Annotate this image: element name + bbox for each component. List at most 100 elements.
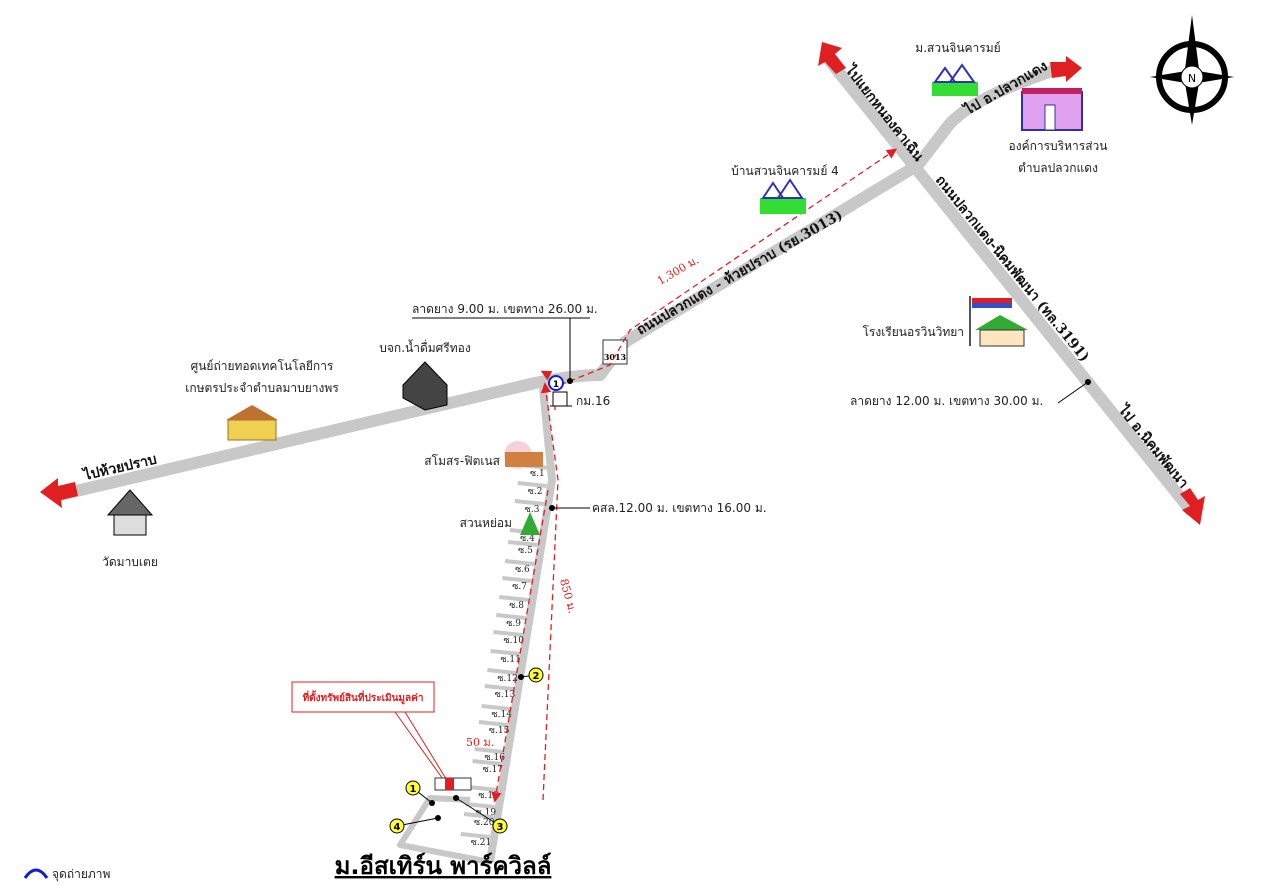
property-callout-box xyxy=(291,681,435,713)
soi-label: ซ.13 xyxy=(495,690,516,700)
soi-branch-road xyxy=(468,785,498,792)
arrow-east xyxy=(1050,56,1082,82)
soi-label: ซ.21 xyxy=(471,838,491,848)
soi-loop-road xyxy=(397,795,491,865)
label-fitness: สโมสร-ฟิตเนส xyxy=(424,454,500,468)
soi-label: ซ.6 xyxy=(515,565,530,575)
label-agri-line1: ศูนย์ถ่ายทอดเทคโนโลยีการ xyxy=(191,359,334,374)
arrow-southeast xyxy=(1180,488,1205,525)
distance-label-50: 50 ม. xyxy=(466,736,494,749)
soi-label: ซ.11 xyxy=(500,655,520,665)
fitness-club-icon xyxy=(504,441,543,469)
spec-dot xyxy=(549,505,555,511)
soi-main-road xyxy=(486,387,556,863)
road-spec-3191: ลาดยาง 12.00 ม. เขตทาง 30.00 ม. xyxy=(850,394,1043,408)
soi-label: ซ.1 xyxy=(530,469,545,479)
photo-point-marker[interactable] xyxy=(492,818,508,834)
soi-label: ซ.16 xyxy=(485,753,506,763)
svg-text:1: 1 xyxy=(553,380,559,390)
soi-branch-road xyxy=(484,684,514,691)
road-label-nong-khla: ไปแยกหนองคาเฉิน xyxy=(841,60,929,165)
soi-label: ซ.10 xyxy=(504,636,525,646)
spec-dot xyxy=(567,378,573,384)
soi-branch-road xyxy=(493,630,523,637)
soi-branch-road xyxy=(502,576,532,583)
property-callout-pointer xyxy=(394,711,449,783)
soi-branch-road xyxy=(460,832,490,839)
soi-branch-road xyxy=(517,481,547,488)
soi-label: ซ.8 xyxy=(509,601,524,611)
label-suan-chin-kharom: ม.สวนจินคารมย์ xyxy=(915,41,1000,55)
label-km-marker: กม.16 xyxy=(576,394,610,408)
house-cluster-icon xyxy=(760,178,806,214)
soi-spec: คสล.12.00 ม. เขตทาง 16.00 ม. xyxy=(592,501,767,515)
soi-label: ซ.3 xyxy=(525,505,540,515)
svg-text:N: N xyxy=(1188,72,1196,85)
park-icon xyxy=(520,512,540,535)
arrow-west xyxy=(40,478,78,508)
photo-point-legend-icon xyxy=(23,868,49,879)
soi-branch-road xyxy=(504,559,535,566)
photo-point-dot xyxy=(435,815,441,821)
agri-center-icon xyxy=(226,405,278,441)
soi-label: ซ.14 xyxy=(492,710,513,720)
road-3191 xyxy=(820,51,1197,516)
legend-photo-point: จุดถ่ายภาพ xyxy=(52,867,111,882)
school-icon xyxy=(969,296,1028,347)
spec-dot xyxy=(1085,379,1091,385)
label-agri-line2: เกษตรประจำตำบลมาบยางพร xyxy=(185,381,339,395)
photo-point-dot xyxy=(518,674,524,680)
soi-label: ซ.2 xyxy=(528,487,543,497)
spec-leader xyxy=(1057,381,1089,404)
photo-point-number: 4 xyxy=(394,822,401,833)
government-office-icon xyxy=(1021,88,1083,131)
water-company-icon xyxy=(402,361,448,411)
photo-point-marker[interactable] xyxy=(389,818,405,834)
photo-point-marker[interactable] xyxy=(528,667,544,683)
arrow-northwest xyxy=(818,42,846,74)
distance-arrow-south xyxy=(491,489,549,803)
soi-branch-road xyxy=(507,540,538,547)
map-title: ม.อีสเทิร์น พาร์ควิลล์ xyxy=(335,852,552,880)
property-callout-text: ที่ตั้งทรัพย์สินที่ประเมินมูลค่า xyxy=(303,690,424,705)
soi-label: ซ.12 xyxy=(497,674,517,684)
road-label-nikhom: ไป อ.นิคมพัฒนา xyxy=(1114,400,1193,492)
label-park: สวนหย่อม xyxy=(460,516,512,530)
photo-point-leader xyxy=(455,797,501,827)
house-cluster-icon xyxy=(932,63,978,96)
label-ban-suan-chin-4: บ้านสวนจินคารมย์ 4 xyxy=(731,164,839,178)
distance-label-1300: 1,300 ม. xyxy=(655,253,701,287)
soi-label: ซ.20 xyxy=(474,818,495,828)
soi-branch-road xyxy=(465,802,495,809)
soi-branch-road xyxy=(487,668,517,675)
photo-point-number: 1 xyxy=(410,784,417,795)
photo-point-dot xyxy=(453,795,459,801)
soi-branch-road xyxy=(496,613,526,620)
distance-line-850 xyxy=(540,382,559,801)
soi-label: ซ.17 xyxy=(483,765,504,775)
km-photo-point-icon: 1 xyxy=(548,375,564,391)
compass-icon: N xyxy=(1150,15,1234,125)
label-tao-line1: องค์การบริหารส่วน xyxy=(1009,139,1108,153)
label-water-company: บจก.น้ำดื่มศรีทอง xyxy=(379,339,470,355)
label-temple: วัดมาบเตย xyxy=(102,555,158,569)
photo-point-number: 3 xyxy=(497,822,504,833)
km-marker-icon xyxy=(550,391,572,407)
soi-branch-road xyxy=(514,499,545,506)
soi-branch-road xyxy=(474,747,504,754)
route-sign-3013 xyxy=(602,339,628,365)
photo-point-dot xyxy=(429,800,435,806)
soi-branch-road xyxy=(499,595,529,602)
soi-branch-road xyxy=(481,704,511,711)
soi-label: ซ.5 xyxy=(518,546,533,556)
soi-label: ซ.7 xyxy=(512,582,527,592)
label-tao-line2: ตำบลปลวกแดง xyxy=(1018,161,1098,175)
photo-point-marker[interactable] xyxy=(405,780,421,796)
soi-label: ซ.15 xyxy=(489,726,510,736)
distance-label-850: 850 ม. xyxy=(557,577,579,614)
soi-label: ซ.19 xyxy=(476,808,497,818)
temple-icon xyxy=(106,489,154,536)
soi-branch-road xyxy=(490,649,520,656)
property-plot-subject[interactable] xyxy=(445,778,454,790)
